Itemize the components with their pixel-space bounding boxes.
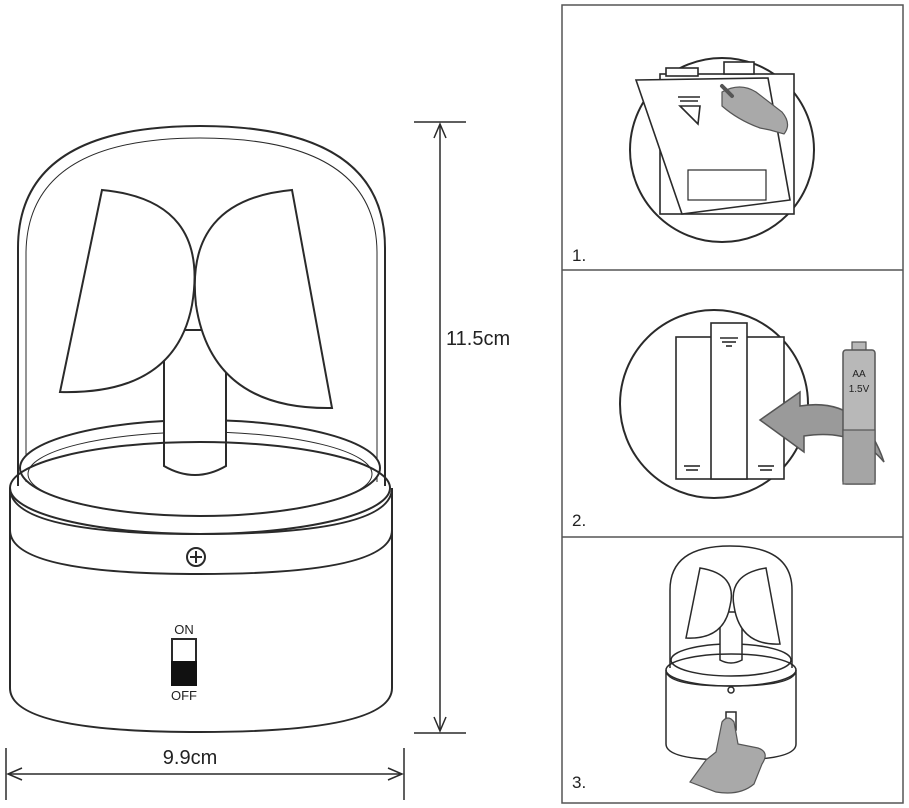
mini-lamp-reflector-left [685,567,733,639]
step-3-number: 3. [572,773,586,792]
finger-press-icon [689,717,766,794]
width-dimension-label: 9.9cm [163,747,217,769]
step-2-number: 2. [572,511,586,530]
battery-type-label: AA [852,369,866,380]
lamp-base [9,487,393,734]
hand-icon [721,86,789,135]
height-dimension [414,121,466,734]
lamp-stem [163,329,227,476]
step-1-panel [629,57,815,243]
battery-slot-middle [710,322,748,480]
step-1-number: 1. [572,246,586,265]
step-3-panel [665,545,797,761]
aa-battery-icon [842,341,876,485]
insert-arrow-icon [758,390,885,463]
lamp-reflector-right [193,188,334,410]
lamp-dome-inner-highlight [25,137,378,482]
width-dimension [5,748,405,800]
lamp-reflector-left [58,188,196,394]
switch-on-label: ON [174,622,194,637]
steps-panel-frame [561,4,904,804]
lamp-base-top-rim [9,441,391,535]
height-dimension-label: 11.5cm [446,328,510,350]
lamp-base-band [9,529,393,576]
step-2-panel [619,309,885,499]
rotating-lamp-main [9,124,393,734]
mini-lamp-reflector-right [732,567,781,645]
battery-voltage-label: 1.5V [849,384,870,395]
switch-off-label: OFF [171,688,197,703]
power-switch-knob [171,661,197,686]
